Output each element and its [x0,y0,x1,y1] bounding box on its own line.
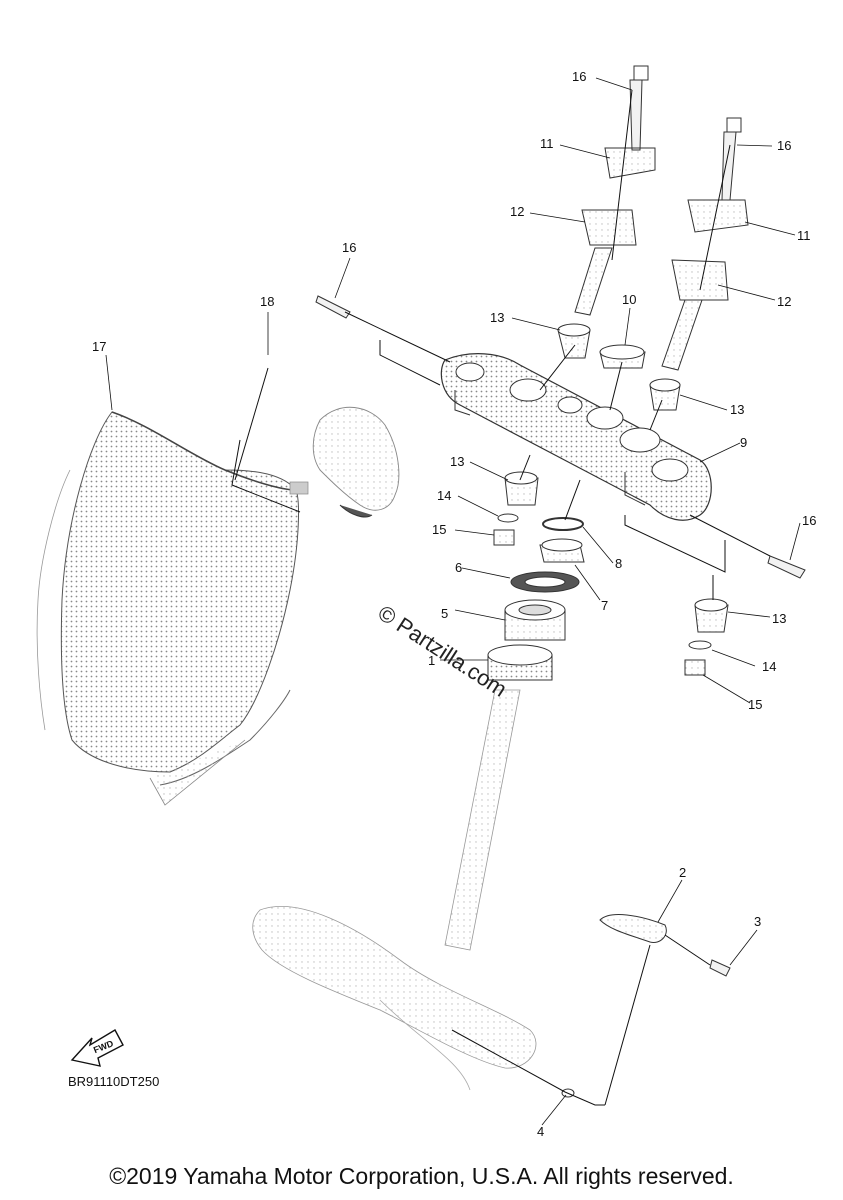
callout-2: 2 [679,865,687,880]
callout-10: 10 [622,292,637,307]
callout-1: 1 [428,653,436,668]
callout-13: 13 [772,611,787,626]
copyright-notice: ©2019 Yamaha Motor Corporation, U.S.A. A… [109,1163,734,1189]
callout-15: 15 [432,522,447,537]
callout-4: 4 [537,1124,545,1139]
callout-12: 12 [510,204,525,219]
leader-lines [105,77,801,1126]
callout-17: 17 [92,339,107,354]
callout-16: 16 [777,138,792,153]
callout-16: 16 [342,240,357,255]
callout-12: 12 [777,294,792,309]
callout-9: 9 [740,435,748,450]
diagram-code: BR91110DT250 [68,1074,160,1089]
callout-15: 15 [748,697,763,712]
small-parts [487,323,729,1098]
callout-11: 11 [540,136,554,151]
callout-11: 11 [797,228,811,243]
callout-14: 14 [762,659,777,674]
callout-18: 18 [260,294,275,309]
callout-5: 5 [441,606,449,621]
assembly-lines [231,89,771,1106]
handlebar-holder-right [661,199,749,371]
callout-16: 16 [802,513,817,528]
callout-7: 7 [601,598,609,613]
fwd-arrow-icon: FWD [70,1029,124,1067]
callout-13: 13 [490,310,505,325]
callout-8: 8 [615,556,623,571]
callout-13: 13 [730,402,745,417]
steering-stem [252,689,537,1091]
callout-14: 14 [437,488,452,503]
visor-bracket [289,406,400,518]
callout-6: 6 [455,560,463,575]
handlebar-holder-left [574,147,656,316]
upper-bracket [440,353,712,521]
callout-3: 3 [754,914,762,929]
callout-13: 13 [450,454,465,469]
callout-16: 16 [572,69,587,84]
visor-cowl [36,411,299,806]
